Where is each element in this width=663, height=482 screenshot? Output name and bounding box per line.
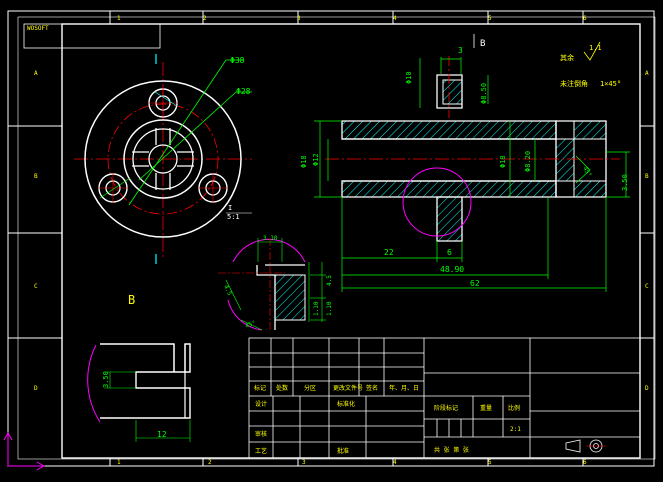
tb-sign: 签名: [366, 384, 378, 392]
dim-4-5: 4.5: [222, 284, 233, 297]
chamfer-note: 未注倒角: [560, 79, 588, 88]
row-marker-c: C: [34, 283, 38, 290]
col-marker-4: 4: [393, 15, 397, 22]
dim-phi12: Φ12: [312, 153, 320, 166]
tb-zone: 分区: [304, 384, 316, 392]
tb-standard: 标准化: [337, 400, 355, 408]
detail-view[interactable]: 3.10 4.5 45° 1.10 1.10 4.5: [218, 235, 333, 332]
side-section-view[interactable]: 3 B Φ10 Φ8.50 Φ18 Φ12 Φ18 Φ8.20 3.50 22 …: [300, 34, 630, 292]
col-marker-bottom-4: 4: [393, 459, 397, 466]
col-marker-bottom-5: 5: [488, 459, 492, 466]
dim-6: 6: [447, 248, 452, 257]
tb-date: 年、月、日: [389, 384, 419, 392]
tb-stage-mark: 阶段标记: [434, 404, 458, 412]
tb-ratio-value: 2:1: [510, 426, 521, 433]
row-marker-b: B: [34, 173, 38, 180]
dim-phi38: Φ38: [230, 56, 245, 65]
col-marker-2: 2: [203, 15, 207, 22]
detail-scale: 5:1: [227, 213, 240, 221]
detail-label: I: [228, 204, 232, 212]
row-marker-right-b: B: [645, 173, 649, 180]
col-marker-bottom-1: 1: [117, 459, 121, 466]
title-block: [248, 337, 641, 459]
dim-45deg-a: 45°: [581, 166, 592, 179]
roughness-label: 其余: [560, 53, 574, 62]
tb-weight: 重量: [480, 404, 492, 412]
col-marker-bottom-3: 3: [302, 459, 306, 466]
tb-count: 处数: [276, 384, 288, 392]
col-marker-6: 6: [583, 15, 587, 22]
dim-45deg-b: 45°: [244, 320, 257, 330]
dim-phi8-50-top: Φ8.50: [480, 83, 488, 104]
sheet-border: [7, 10, 656, 467]
projection-symbol-icon: [565, 439, 606, 453]
dim-phi28: Φ28: [236, 87, 251, 96]
tb-review: 审核: [255, 430, 267, 438]
tb-design: 设计: [255, 400, 267, 408]
col-marker-3: 3: [297, 15, 301, 22]
dim-62: 62: [470, 279, 480, 288]
tb-ratio: 比例: [508, 404, 520, 412]
dim-1-10-a: 1.10: [313, 301, 320, 316]
ucs-icon: [3, 431, 46, 471]
col-marker-5: 5: [488, 15, 492, 22]
tb-process: 工艺: [255, 447, 267, 455]
dim-4-5: 4.5: [326, 275, 333, 286]
row-marker-d: D: [34, 385, 38, 392]
dim-48-90: 48.90: [440, 265, 464, 274]
dim-phi8-20: Φ8.20: [524, 151, 532, 172]
view-b[interactable]: 3.50 12: [87, 343, 191, 442]
row-marker-right-d: D: [645, 385, 649, 392]
row-marker-right-a: A: [645, 70, 649, 77]
col-marker-1: 1: [117, 15, 121, 22]
dim-phi18-right: Φ18: [499, 155, 507, 168]
view-label-b: B: [128, 293, 135, 307]
dim-22: 22: [384, 248, 394, 257]
col-marker-bottom-2: 2: [208, 459, 212, 466]
dim-1-10-b: 1.10: [326, 301, 333, 316]
top-left-code: WOSOFT: [27, 25, 49, 32]
scale-note: 1.1: [589, 44, 602, 52]
row-marker-right-c: C: [645, 283, 649, 290]
tb-sheet-row: 共 张 第 张: [434, 446, 469, 454]
dim-3-top: 3: [458, 46, 463, 55]
dim-phi10: Φ10: [405, 71, 413, 84]
dim-phi18-left: Φ18: [300, 155, 308, 168]
notes: 其余 1.1 未注倒角 1×45°: [560, 41, 621, 88]
chamfer-value: 1×45°: [600, 80, 621, 88]
section-marker-b: B: [480, 39, 485, 49]
tb-file: 更改文件号: [333, 384, 363, 392]
col-marker-bottom-6: 6: [583, 459, 587, 466]
dim-3-50-right: 3.50: [621, 174, 629, 191]
row-marker-a: A: [34, 70, 38, 77]
dim-3-50-b: 3.50: [102, 371, 110, 388]
dim-12: 12: [157, 430, 167, 439]
front-view[interactable]: Φ38 Φ28 I 5:1: [74, 54, 252, 264]
tb-mark: 标记: [254, 384, 266, 392]
dim-3-10: 3.10: [263, 235, 278, 242]
tb-approve: 批准: [337, 447, 349, 455]
